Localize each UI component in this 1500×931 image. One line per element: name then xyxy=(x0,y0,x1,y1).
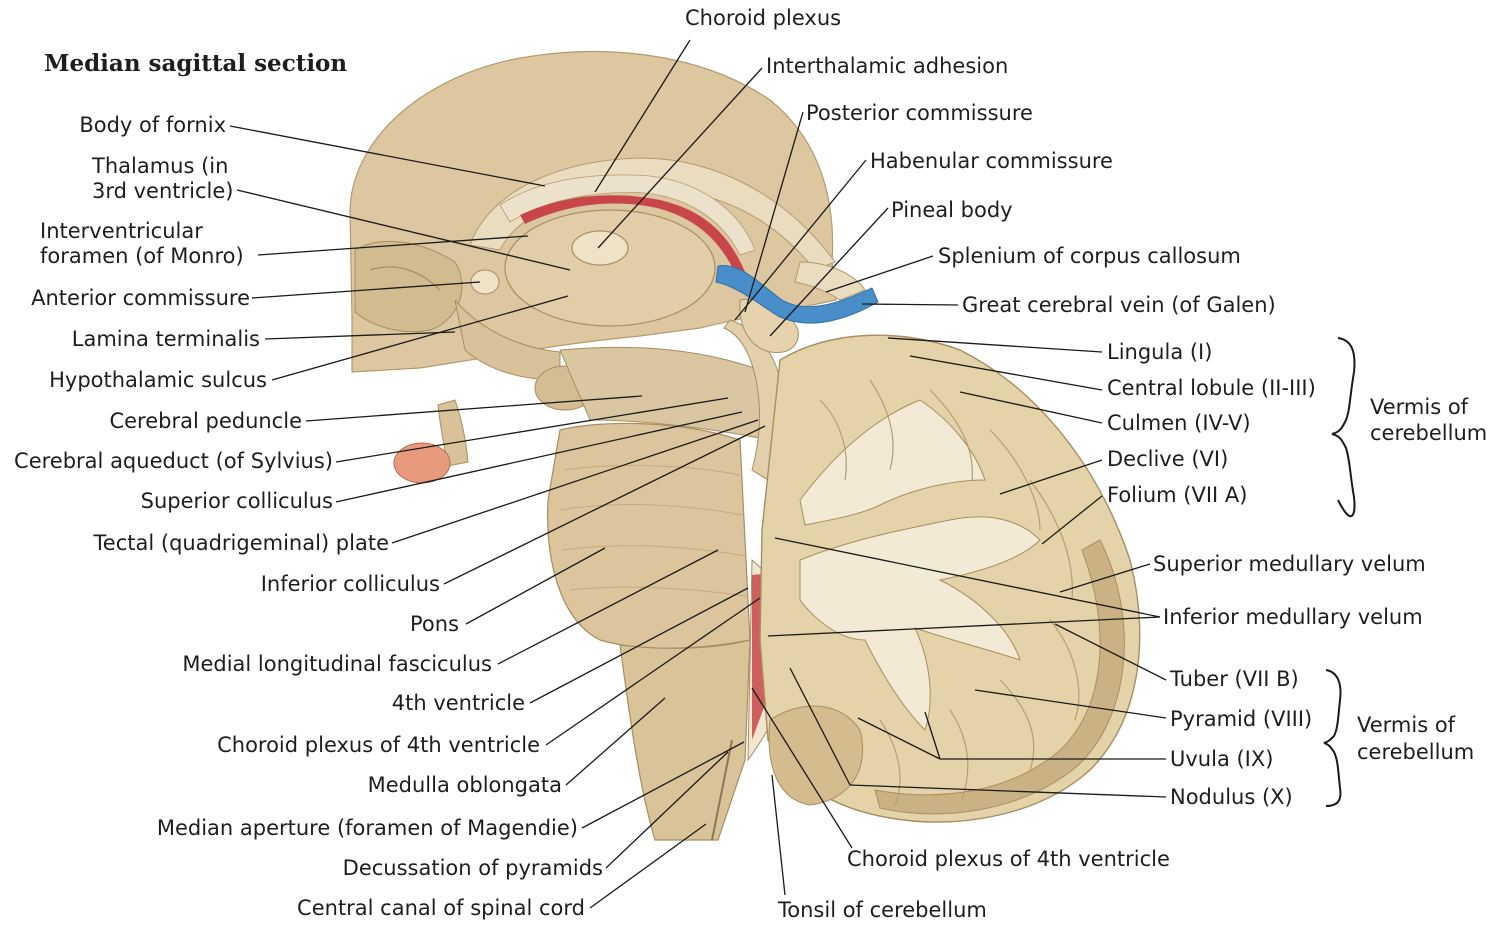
leader-lines xyxy=(229,39,1167,909)
label-superior-colliculus: Superior colliculus xyxy=(141,489,333,513)
label-nodulus: Nodulus (X) xyxy=(1170,785,1293,809)
label-central-canal: Central canal of spinal cord xyxy=(297,896,585,920)
label-declive: Declive (VI) xyxy=(1107,447,1228,471)
label-choroid-plexus: Choroid plexus xyxy=(685,6,841,30)
central-canal-shape xyxy=(711,739,733,841)
label-tectal-plate: Tectal (quadrigeminal) plate xyxy=(93,531,389,555)
label-lamina-terminalis: Lamina terminalis xyxy=(72,327,260,351)
label-interthalamic-adhesion: Interthalamic adhesion xyxy=(766,54,1008,78)
label-posterior-commissure: Posterior commissure xyxy=(806,101,1033,125)
label-decussation-of-pyramids: Decussation of pyramids xyxy=(343,856,603,880)
label-body-of-fornix: Body of fornix xyxy=(79,113,226,137)
great-cerebral-vein-shape xyxy=(715,265,879,324)
label-medial-longitudinal-fasciculus: Medial longitudinal fasciculus xyxy=(182,652,492,676)
pituitary-shape xyxy=(393,442,451,484)
interthalamic-adhesion-shape xyxy=(571,230,629,266)
label-culmen: Culmen (IV-V) xyxy=(1107,411,1251,435)
cerebellar-cortex-band xyxy=(874,539,1125,815)
label-splenium: Splenium of corpus callosum xyxy=(938,244,1241,268)
label-vermis-lower-line1: Vermis of xyxy=(1357,713,1456,737)
label-pineal-body: Pineal body xyxy=(891,198,1013,222)
choroid-plexus-shape xyxy=(520,195,752,293)
vermis-lower-brace xyxy=(1323,669,1342,807)
label-medulla-oblongata: Medulla oblongata xyxy=(368,773,562,797)
label-cerebral-peduncle: Cerebral peduncle xyxy=(109,409,302,433)
fornix-shape xyxy=(499,174,756,256)
labels: Median sagittal section Choroid plexus I… xyxy=(14,6,1487,922)
label-thalamus-line2: 3rd ventricle) xyxy=(92,179,233,203)
pons-fibers xyxy=(559,464,747,597)
arbor-vitae-shape xyxy=(799,516,1041,731)
label-tonsil: Tonsil of cerebellum xyxy=(777,898,987,922)
label-uvula: Uvula (IX) xyxy=(1170,747,1273,771)
label-choroid-plexus-4th-left: Choroid plexus of 4th ventricle xyxy=(217,733,540,757)
label-lingula: Lingula (I) xyxy=(1107,340,1212,364)
label-vermis-upper-line2: cerebellum xyxy=(1370,421,1487,445)
splenium-shape xyxy=(794,261,866,301)
label-fourth-ventricle: 4th ventricle xyxy=(392,691,525,715)
label-inferior-medullary-velum: Inferior medullary velum xyxy=(1163,605,1423,629)
arbor-vitae-upper xyxy=(799,399,986,526)
label-inferior-colliculus: Inferior colliculus xyxy=(261,572,440,596)
label-vermis-lower-line2: cerebellum xyxy=(1357,740,1474,764)
section-title: Median sagittal section xyxy=(44,50,347,77)
label-interventricular-line2: foramen (of Monro) xyxy=(40,244,244,268)
label-median-aperture: Median aperture (foramen of Magendie) xyxy=(157,816,578,840)
label-pyramid: Pyramid (VIII) xyxy=(1170,707,1312,731)
label-choroid-plexus-4th-bottom: Choroid plexus of 4th ventricle xyxy=(847,847,1170,871)
thalamus-shape xyxy=(504,209,716,327)
label-folium: Folium (VII A) xyxy=(1107,483,1247,507)
label-pons: Pons xyxy=(410,612,459,636)
label-habenular-commissure: Habenular commissure xyxy=(870,149,1113,173)
label-superior-medullary-velum: Superior medullary velum xyxy=(1153,552,1426,576)
label-vermis-upper-line1: Vermis of xyxy=(1370,395,1469,419)
cerebellar-folia xyxy=(819,379,1080,806)
label-cerebral-aqueduct: Cerebral aqueduct (of Sylvius) xyxy=(14,449,333,473)
label-tuber: Tuber (VII B) xyxy=(1169,667,1299,691)
label-central-lobule: Central lobule (II-III) xyxy=(1107,376,1316,400)
tonsil-shape xyxy=(768,705,864,806)
label-thalamus-line1: Thalamus (in xyxy=(91,154,228,178)
label-interventricular-line1: Interventricular xyxy=(40,219,203,243)
label-great-cerebral-vein: Great cerebral vein (of Galen) xyxy=(962,293,1276,317)
label-anterior-commissure: Anterior commissure xyxy=(31,286,250,310)
label-hypothalamic-sulcus: Hypothalamic sulcus xyxy=(49,368,267,392)
medulla-shape xyxy=(619,639,751,841)
vermis-upper-brace xyxy=(1331,337,1356,518)
